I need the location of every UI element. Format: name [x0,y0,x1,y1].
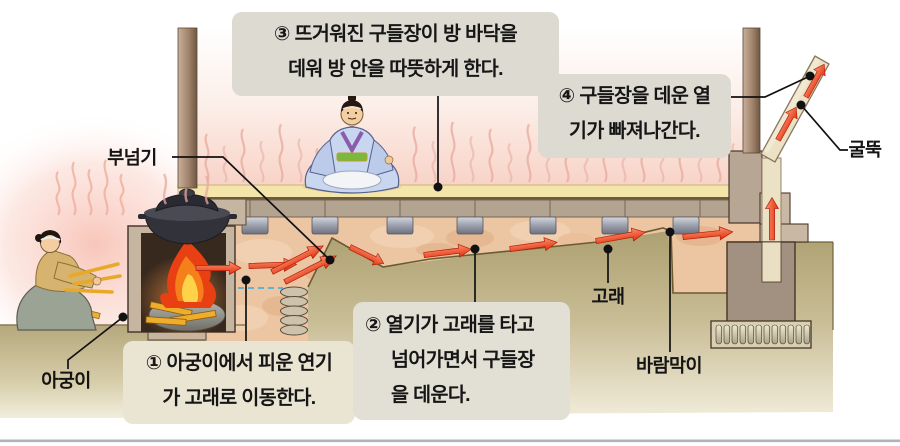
cauldron-pot [138,188,237,245]
bottom-border [0,439,900,443]
callout-step1-line2: 가 고래로 이동한다. [162,387,316,409]
label-buneomgi: 부넘기 [107,147,157,168]
left-pillar [177,27,198,189]
fire-tender-figure [16,230,122,331]
callout-step1-line1: ① 아궁이에서 피운 연기 [145,352,333,374]
callout-step1: ① 아궁이에서 피운 연기 가 고래로 이동한다. [123,341,355,424]
foundation-notch [761,241,782,283]
fireplace-group [127,225,236,340]
scholar-figure [302,93,402,194]
fire-logs [145,301,217,326]
label-gorae: 고래 [591,286,625,307]
right-pillar [742,27,761,154]
room-floor [177,184,763,199]
callout-step4: ④ 구들장을 데운 열 기가 빠져나간다. [538,74,731,158]
gudeuljang-slab [204,199,763,218]
label-gulttuk: 굴뚝 [848,139,882,160]
leader-dots [118,71,815,322]
floor-subline [178,197,762,201]
fire-icon [160,240,217,308]
callout-step2-line2: 넘어가면서 구들장 [391,349,535,371]
leader-lines [67,75,848,369]
callout-step3: ③ 뜨거워진 구들장이 방 바닥을 데워 방 안을 따뜻하게 한다. [232,12,559,96]
callout-step2-line1: ② 열기가 고래를 타고 [365,314,535,336]
stone-stack [280,286,308,336]
callout-step3-line2: 데워 방 안을 따뜻하게 한다. [288,58,503,80]
callout-step3-line1: ③ 뜨거워진 구들장이 방 바닥을 [273,23,518,45]
callout-step4-line2: 기가 빠져나간다. [568,120,701,142]
slab-supports [241,216,700,235]
label-agungi: 아궁이 [41,370,91,391]
foundation-block [726,241,796,324]
callout-step2: ② 열기가 고래를 타고 넘어가면서 구들장 을 데운다. [353,302,570,420]
right-wall [728,150,763,224]
foundation-grate [710,320,812,349]
label-barammagi: 바람막이 [635,355,703,376]
callout-step4-line1: ④ 구들장을 데운 열 [558,85,711,107]
callout-step2-line3: 을 데운다. [391,384,471,406]
